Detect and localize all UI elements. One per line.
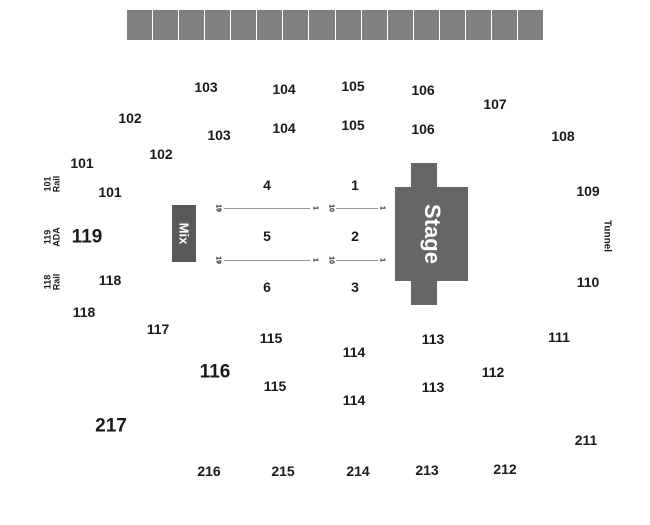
section-211[interactable]: 211 [574,432,598,448]
section-215[interactable]: 215 [271,463,295,479]
section-102-upper[interactable]: 102 [118,110,142,126]
section-115-upper[interactable]: 115 [259,330,283,346]
scoreboard-cell [387,10,414,40]
floor-section-1[interactable]: 1 [351,177,359,193]
section-102-lower[interactable]: 102 [149,146,173,162]
scoreboard-cell [517,10,543,40]
scoreboard-cell [127,10,154,40]
section-107[interactable]: 107 [483,96,507,112]
scoreboard-cell [231,10,258,40]
section-104-lower[interactable]: 104 [272,120,296,136]
scoreboard-cell [309,10,336,40]
section-103-lower[interactable]: 103 [207,127,231,143]
section-214[interactable]: 214 [346,463,370,479]
section-105-upper[interactable]: 105 [341,78,365,94]
row-tag: 1 [311,206,319,210]
section-212[interactable]: 212 [493,461,517,477]
row-tag: 1 [378,258,386,262]
scoreboard-cell [179,10,206,40]
floor-section-3[interactable]: 3 [351,279,359,295]
scoreboard-cell [205,10,232,40]
scoreboard-cell [465,10,492,40]
row-tag: 1 [311,258,319,262]
row-tag: 19 [214,204,222,212]
mix-position: Mix [172,205,196,262]
floor-section-4[interactable]: 4 [263,177,271,193]
floor-row-line [336,260,378,261]
section-106-upper[interactable]: 106 [411,82,435,98]
section-109[interactable]: 109 [576,183,600,199]
section-103-upper[interactable]: 103 [194,79,218,95]
section-108[interactable]: 108 [551,128,575,144]
section-217[interactable]: 217 [95,415,127,437]
section-105-lower[interactable]: 105 [341,117,365,133]
section-101-upper[interactable]: 101 [70,155,94,171]
scoreboard-cell [361,10,388,40]
scoreboard-cell [257,10,284,40]
scoreboard-cell [491,10,518,40]
floor-row-line [224,208,310,209]
scoreboard-cell [413,10,440,40]
section-118-upper[interactable]: 118 [98,272,122,288]
section-110[interactable]: 110 [576,274,600,290]
floor-row-line [336,208,378,209]
stage-main: Stage [395,187,468,281]
section-118-lower[interactable]: 118 [72,304,96,320]
section-119[interactable]: 119 [71,226,103,248]
section-116[interactable]: 116 [199,361,231,383]
scoreboard-cell [335,10,362,40]
scoreboard-cell [283,10,310,40]
section-112[interactable]: 112 [481,364,505,380]
row-tag: 19 [214,256,222,264]
row-tag: 10 [327,204,335,212]
section-106-lower[interactable]: 106 [411,121,435,137]
row-tag: 10 [327,256,335,264]
stage: Stage [395,163,468,305]
floor-section-5[interactable]: 5 [263,228,271,244]
section-114-upper[interactable]: 114 [342,344,366,360]
floor-row-line [224,260,310,261]
section-111[interactable]: 111 [548,329,570,345]
section-117[interactable]: 117 [146,321,170,337]
scoreboard [127,10,543,40]
scoreboard-cell [439,10,466,40]
section-113-lower[interactable]: 113 [421,379,445,395]
scoreboard-cell [153,10,180,40]
row-tag: 1 [378,206,386,210]
floor-section-6[interactable]: 6 [263,279,271,295]
section-114-lower[interactable]: 114 [342,392,366,408]
section-104-upper[interactable]: 104 [272,81,296,97]
tunnel-label: Tunnel [601,219,613,253]
section-216[interactable]: 216 [197,463,221,479]
section-101-lower[interactable]: 101 [98,184,122,200]
section-115-lower[interactable]: 115 [263,378,287,394]
section-113-upper[interactable]: 113 [421,331,445,347]
section-213[interactable]: 213 [415,462,439,478]
floor-section-2[interactable]: 2 [351,228,359,244]
